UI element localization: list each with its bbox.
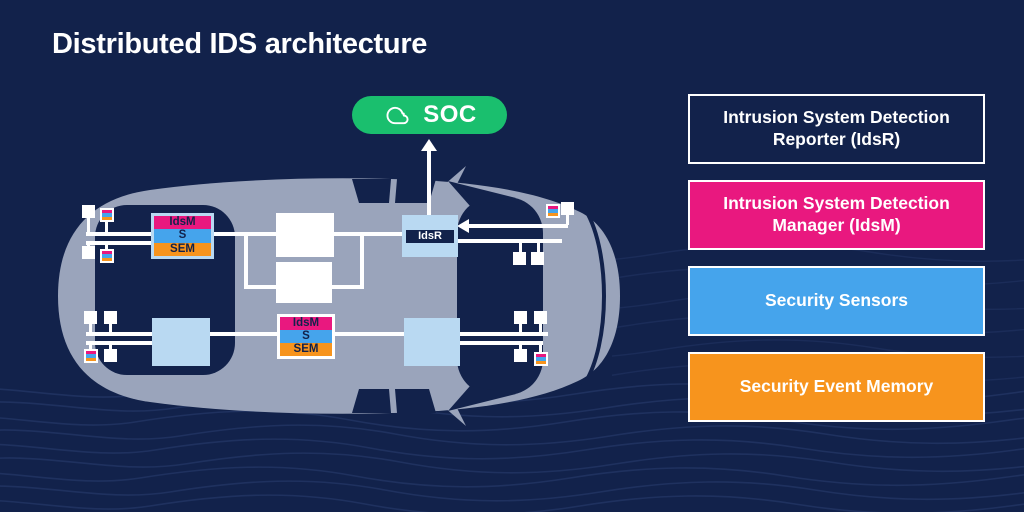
side-window <box>395 389 436 413</box>
idsm-stack: IdsM S SEM <box>151 213 214 259</box>
bus-stub <box>105 221 108 233</box>
ecu-node <box>561 202 574 215</box>
ecu-node <box>514 311 527 324</box>
car-body <box>58 178 620 414</box>
bus-stub <box>105 243 108 250</box>
soc-label: SOC <box>423 101 477 128</box>
sensor-chip-icon <box>534 352 548 366</box>
side-window <box>352 179 391 203</box>
idsr-ingress-line <box>468 224 568 228</box>
bus-stub <box>109 322 112 333</box>
legend-item-security-sensors: Security Sensors <box>688 266 985 336</box>
legend-item-security-event-memory: Security Event Memory <box>688 352 985 422</box>
bus-stub <box>539 345 542 353</box>
sensor-chip-icon <box>100 249 114 263</box>
sensor-chip-icon <box>84 349 98 363</box>
side-mirror <box>436 398 466 426</box>
windshield-corner <box>448 181 516 206</box>
bus-line-lower-second <box>86 341 153 345</box>
bus-stub <box>87 218 90 233</box>
ecu-node <box>514 349 527 362</box>
ecu-node <box>104 311 117 324</box>
idsm-stack: IdsM S SEM <box>277 314 335 359</box>
bus-line-lower-second <box>458 341 543 345</box>
legend: Intrusion System Detection Reporter (Ids… <box>688 94 985 438</box>
bus-line-idsr-right <box>458 239 562 243</box>
stack-row-idsm: IdsM <box>154 216 211 230</box>
bus-stub <box>89 322 92 333</box>
bus-stub <box>109 345 112 350</box>
bus-line-upper-second <box>86 241 152 245</box>
legend-item-idsm: Intrusion System Detection Manager (IdsM… <box>688 180 985 250</box>
arrow-up-icon <box>421 139 437 151</box>
ecu-node <box>513 252 526 265</box>
bus-stub <box>519 345 522 350</box>
gateway-box <box>276 213 334 257</box>
bus-stub <box>519 322 522 333</box>
stack-row-sem: SEM <box>154 242 211 256</box>
ecu-node <box>82 205 95 218</box>
sensor-chip-icon <box>100 208 114 222</box>
ecu-node <box>534 311 547 324</box>
side-window <box>352 389 391 413</box>
hood-seam <box>581 204 606 388</box>
stack-row-idsm: IdsM <box>280 317 332 330</box>
ecu-node <box>82 246 95 259</box>
ecu-node <box>104 349 117 362</box>
cloud-icon <box>386 106 409 124</box>
bus-stub <box>89 345 92 350</box>
stack-row-sem: SEM <box>280 343 332 356</box>
bus-line-vertical <box>360 232 364 289</box>
stack-row-sensor: S <box>280 330 332 343</box>
idsr-label: IdsR <box>406 230 454 243</box>
legend-item-idsr: Intrusion System Detection Reporter (Ids… <box>688 94 985 164</box>
bus-stub <box>519 243 522 253</box>
arrow-left-icon <box>457 219 469 233</box>
sensor-chip-icon <box>546 204 560 218</box>
bus-stub <box>87 243 90 247</box>
windshield-corner <box>448 386 516 411</box>
bus-line-vertical <box>244 232 248 289</box>
idsr-box: IdsR <box>402 215 458 257</box>
ecu-box-blue <box>404 318 460 366</box>
side-mirror <box>436 166 466 194</box>
ecu-node <box>84 311 97 324</box>
stack-row-sensor: S <box>154 229 211 243</box>
bus-stub <box>537 243 540 253</box>
bus-stub <box>566 214 569 225</box>
soc-uplink-line <box>427 150 431 216</box>
ecu-box-blue <box>152 318 210 366</box>
page-title: Distributed IDS architecture <box>52 28 428 60</box>
bus-stub <box>539 322 542 333</box>
gateway-box <box>276 262 332 303</box>
soc-badge: SOC <box>352 96 507 134</box>
ecu-node <box>531 252 544 265</box>
